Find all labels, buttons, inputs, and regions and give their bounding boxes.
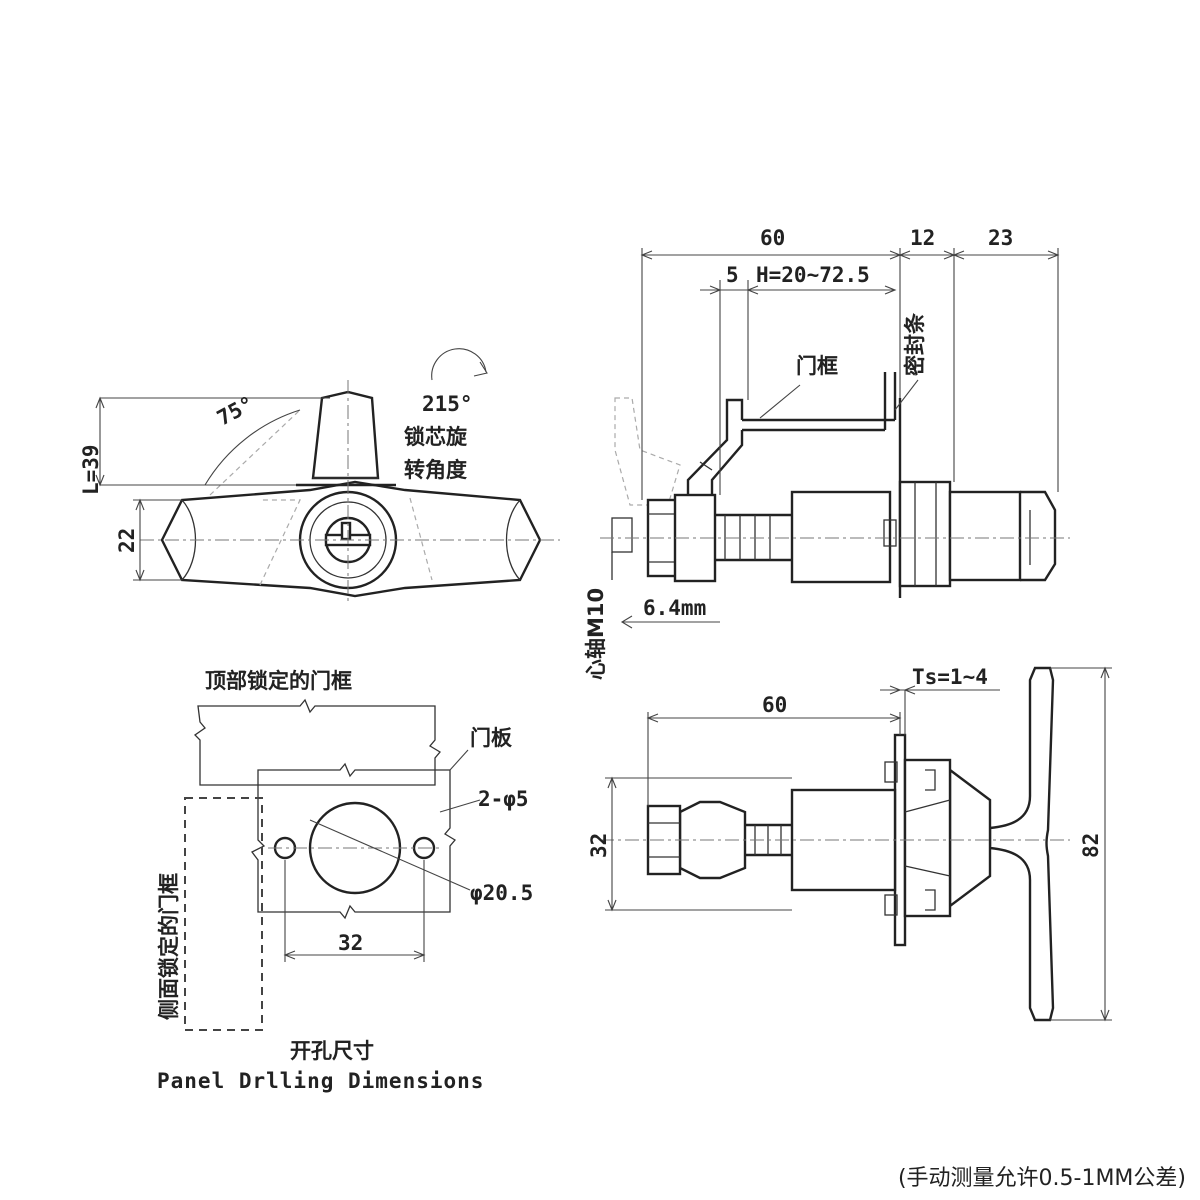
side-dim-5-label: 5 bbox=[726, 263, 739, 287]
drilling-caption-en: Panel Drlling Dimensions bbox=[157, 1069, 484, 1093]
front-view bbox=[95, 348, 560, 605]
drilling-view bbox=[184, 698, 481, 1031]
angle-215-label: 215° bbox=[422, 392, 473, 416]
dim-6-4mm-label: 6.4mm bbox=[643, 596, 706, 620]
drilling-dim-32-label: 32 bbox=[338, 931, 363, 955]
bottom-dim-82-label: 82 bbox=[1079, 833, 1103, 858]
seal-strip-label: 密封条 bbox=[903, 312, 927, 376]
bottom-dim-32-label: 32 bbox=[587, 833, 611, 858]
dim-22-label: 22 bbox=[115, 528, 139, 553]
dim-l-39-label: L=39 bbox=[79, 444, 103, 495]
door-panel-label: 门板 bbox=[470, 726, 513, 750]
side-view bbox=[600, 248, 1070, 629]
center-dim-label: φ20.5 bbox=[470, 881, 533, 905]
ts-dim-label: Ts=1~4 bbox=[912, 665, 988, 689]
rotation-label-line1: 锁芯旋 bbox=[404, 425, 468, 449]
door-frame-label: 门框 bbox=[796, 354, 838, 378]
side-dim-12-label: 12 bbox=[910, 226, 935, 250]
rotation-label-line2: 转角度 bbox=[404, 458, 467, 482]
side-dim-60-label: 60 bbox=[760, 226, 785, 250]
angle-75-label: 75° bbox=[213, 391, 258, 430]
side-dim-23-label: 23 bbox=[988, 226, 1013, 250]
side-frame-label: 侧面锁定的门框 bbox=[157, 873, 181, 1020]
top-frame-label: 顶部锁定的门框 bbox=[205, 669, 352, 693]
bottom-dim-60-label: 60 bbox=[762, 693, 787, 717]
holes-dim-label: 2-φ5 bbox=[478, 787, 529, 811]
bottom-view bbox=[600, 666, 1112, 1022]
shaft-m10-label: 心轴M10 bbox=[584, 588, 608, 680]
drilling-caption-cn: 开孔尺寸 bbox=[290, 1039, 374, 1063]
tolerance-note: (手动测量允许0.5-1MM公差) bbox=[897, 1166, 1186, 1191]
side-dim-h-label: H=20~72.5 bbox=[756, 263, 870, 287]
